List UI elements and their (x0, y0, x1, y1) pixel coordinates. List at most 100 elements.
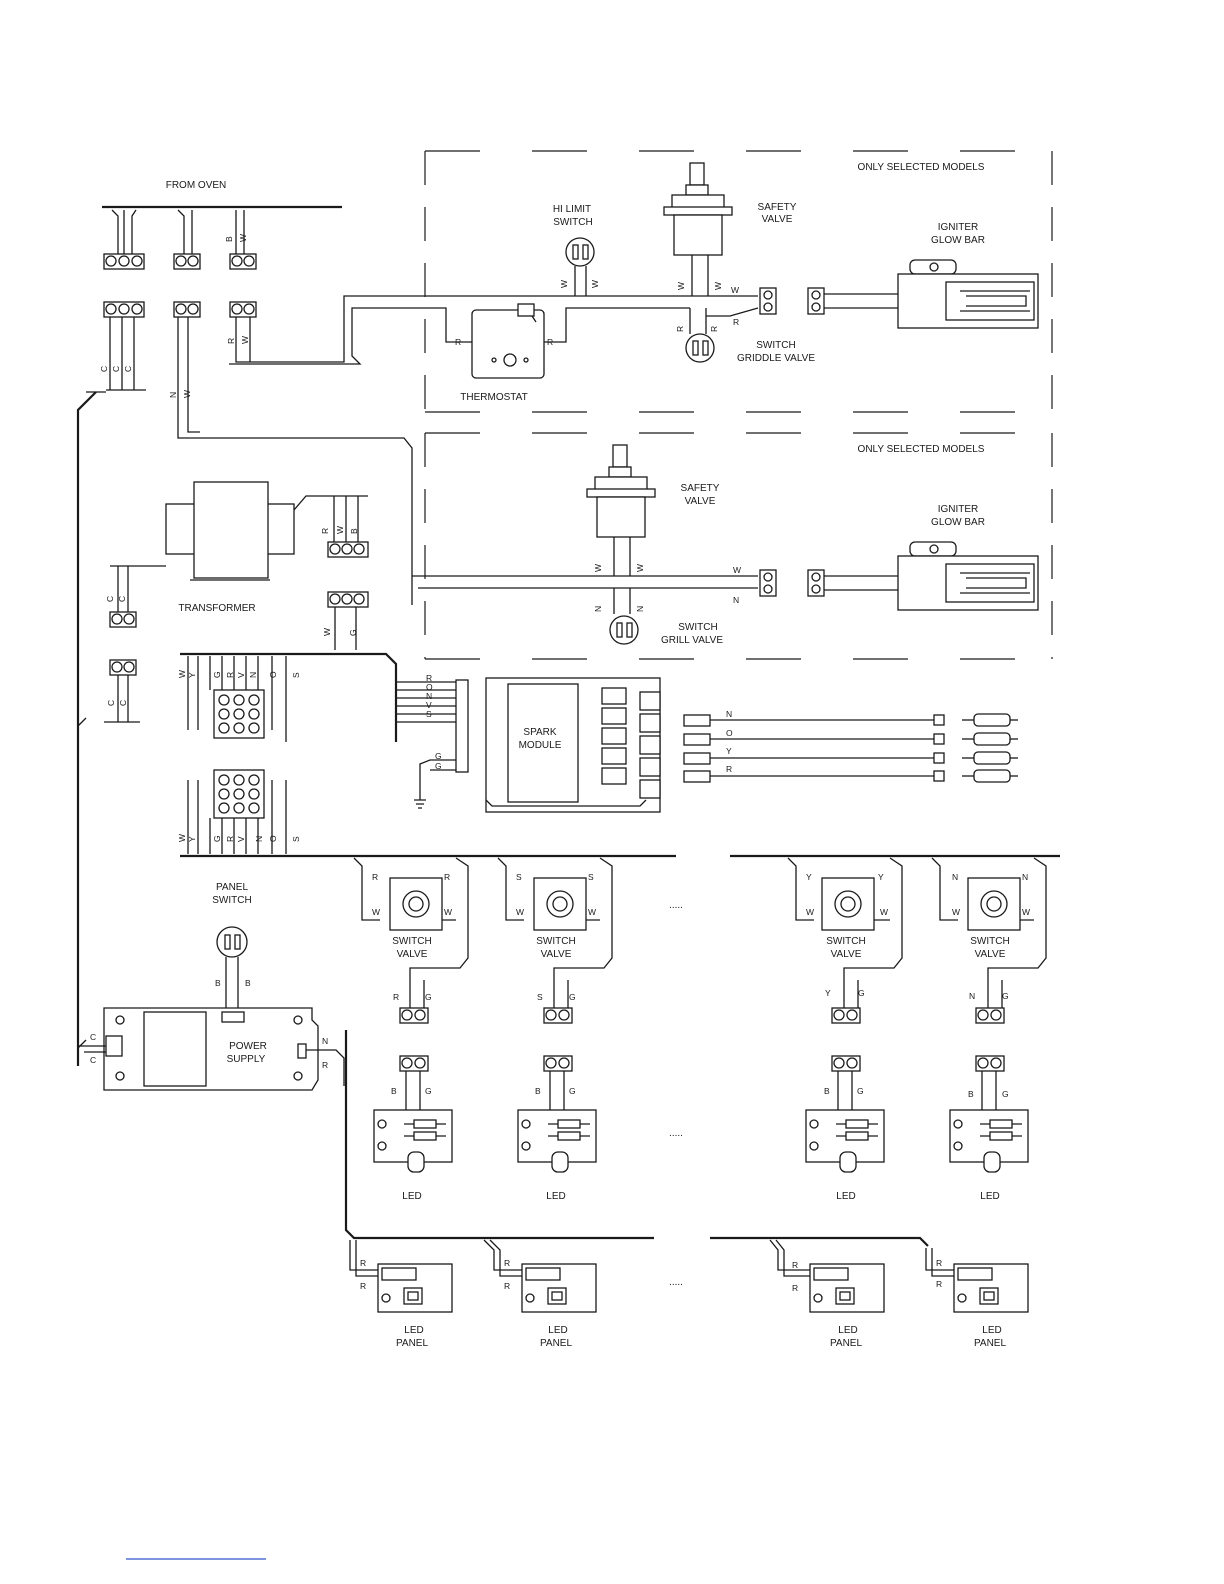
svg-text:R: R (792, 1260, 798, 1270)
svg-text:O: O (268, 671, 278, 678)
led-panel-4-label-2: PANEL (974, 1338, 1006, 1349)
svg-text:S: S (426, 709, 432, 719)
svg-text:R: R (733, 317, 739, 327)
spark-module-label-2: MODULE (519, 740, 562, 751)
svg-text:C: C (99, 366, 109, 372)
spark-electrode-leads: N O Y R (683, 709, 945, 783)
grill-igniter-connector (759, 569, 898, 597)
svg-text:W: W (372, 907, 380, 917)
svg-text:B: B (968, 1089, 974, 1099)
oven-nw-wires: N W (168, 317, 413, 605)
svg-text:O: O (726, 728, 733, 738)
svg-text:Y: Y (825, 988, 831, 998)
transformer-c-connector: C C (105, 596, 137, 628)
switch-grill-label-2: GRILL VALVE (661, 635, 723, 646)
svg-text:V: V (426, 700, 432, 710)
svg-text:B: B (349, 528, 359, 534)
svg-text:R: R (226, 338, 236, 344)
svg-text:W: W (182, 390, 192, 398)
igniter-grill-label-2: GLOW BAR (931, 517, 985, 528)
svg-text:W: W (177, 834, 187, 842)
svg-text:N: N (322, 1036, 328, 1046)
switch-valve-ellipsis: ..... (669, 900, 683, 911)
only-selected-models-label-bottom: ONLY SELECTED MODELS (858, 444, 985, 455)
svg-text:N: N (426, 691, 432, 701)
switch-valve-3-label-1: SWITCH (826, 936, 865, 947)
svg-text:C: C (90, 1055, 96, 1065)
safety-valve-grill: W W (586, 444, 656, 576)
svg-text:W: W (240, 336, 250, 344)
igniter-grill-label-1: IGNITER (938, 504, 979, 515)
svg-text:S: S (516, 872, 522, 882)
svg-text:G: G (569, 992, 576, 1002)
harness-9pin-connector-bottom: W Y G R V N O S (177, 769, 301, 854)
svg-text:R: R (792, 1283, 798, 1293)
power-supply: C C N R (78, 1007, 345, 1091)
griddle-igniter-connector (759, 287, 898, 315)
svg-text:R: R (225, 836, 235, 842)
switch-griddle-label-1: SWITCH (756, 340, 795, 351)
spark-module (485, 677, 661, 813)
oven-connector-top-2pin-b (229, 253, 257, 270)
left-bus-wire (76, 391, 97, 1066)
svg-text:S: S (537, 992, 543, 1002)
svg-text:W: W (1022, 907, 1030, 917)
svg-text:G: G (858, 988, 865, 998)
svg-text:B: B (535, 1086, 541, 1096)
safety-valve-grill-label-2: VALVE (685, 496, 716, 507)
svg-text:G: G (569, 1086, 576, 1096)
left-c-connector: C C (104, 659, 140, 723)
svg-text:W: W (676, 282, 686, 290)
svg-text:R: R (936, 1258, 942, 1268)
svg-text:W: W (733, 565, 741, 575)
from-oven-label: FROM OVEN (166, 180, 227, 191)
switch-griddle-label-2: GRIDDLE VALVE (737, 353, 815, 364)
svg-text:R: R (225, 672, 235, 678)
svg-text:O: O (426, 682, 433, 692)
svg-text:B: B (224, 236, 234, 242)
igniter-glow-bar-grill (897, 541, 1039, 611)
led-panel-bus (344, 1030, 929, 1247)
spark-input-connector: W G (322, 591, 369, 650)
svg-text:W: W (177, 670, 187, 678)
led-panel-1-label-2: PANEL (396, 1338, 428, 1349)
svg-text:S: S (291, 672, 301, 678)
svg-text:G: G (425, 1086, 432, 1096)
hi-limit-label-2: SWITCH (553, 217, 592, 228)
panel-switch-label-1: PANEL (216, 882, 248, 893)
oven-rw-wires: R W (226, 295, 554, 365)
svg-text:R: R (675, 326, 685, 332)
hi-limit-switch: W W (559, 237, 600, 296)
svg-text:R: R (709, 326, 719, 332)
svg-text:R: R (726, 764, 732, 774)
svg-text:O: O (268, 835, 278, 842)
led-panel-3-label-2: PANEL (830, 1338, 862, 1349)
svg-text:N: N (635, 606, 645, 612)
switch-valve-1-label-2: VALVE (397, 949, 428, 960)
led-3-label: LED (836, 1191, 855, 1202)
led-1-label: LED (402, 1191, 421, 1202)
svg-text:B: B (245, 978, 251, 988)
led-ellipsis: ..... (669, 1128, 683, 1139)
led-panel-2: RR (483, 1239, 597, 1313)
switch-valve-3-label-2: VALVE (831, 949, 862, 960)
transformer-label: TRANSFORMER (178, 603, 255, 614)
svg-text:B: B (824, 1086, 830, 1096)
svg-text:W: W (952, 907, 960, 917)
oven-connector-bottom-2pin-a (173, 301, 201, 318)
svg-text:G: G (425, 992, 432, 1002)
svg-text:G: G (857, 1086, 864, 1096)
svg-text:R: R (504, 1258, 510, 1268)
svg-text:W: W (516, 907, 524, 917)
led-panel-ellipsis: ..... (669, 1277, 683, 1288)
svg-text:N: N (1022, 872, 1028, 882)
transformer (110, 481, 368, 612)
svg-text:W: W (880, 907, 888, 917)
hi-limit-label-1: HI LIMIT (553, 204, 591, 215)
